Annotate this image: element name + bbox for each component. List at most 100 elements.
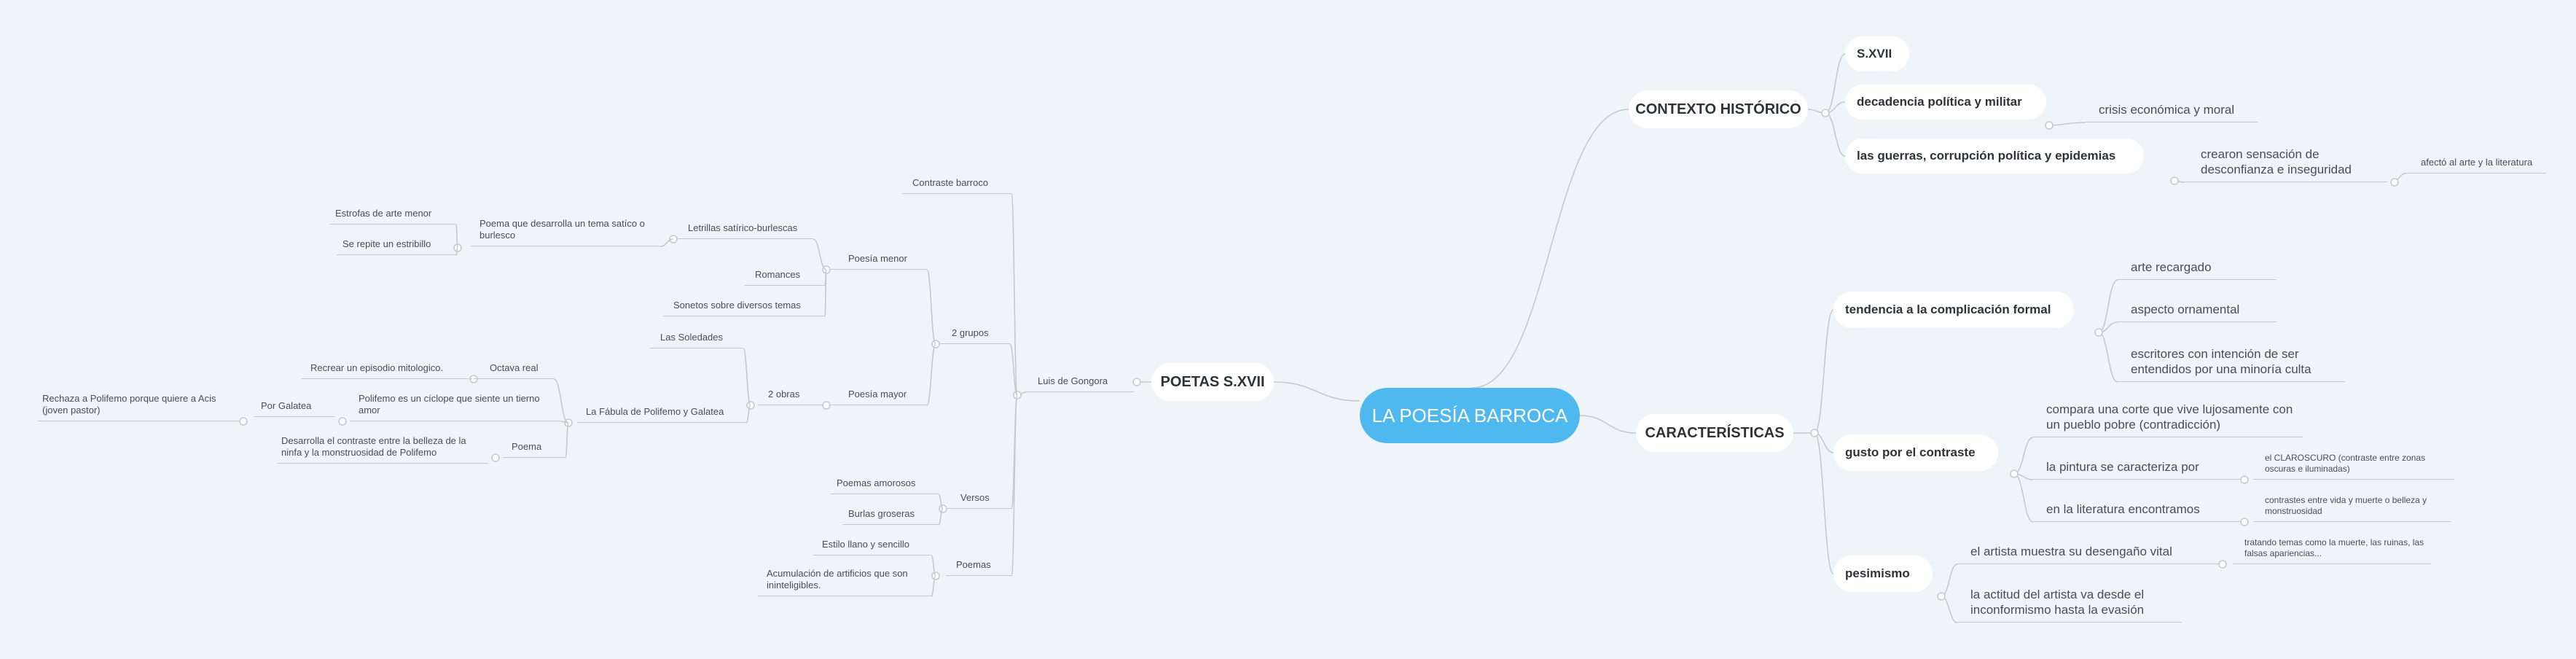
- connector-line: [813, 238, 827, 270]
- toggle-literatura[interactable]: [2240, 518, 2249, 526]
- connector-line: [1825, 53, 1846, 114]
- arte-recargado-leaf[interactable]: arte recargado: [2118, 248, 2276, 280]
- estrofas-leaf[interactable]: Estrofas de arte menor: [329, 203, 456, 225]
- decadencia-node[interactable]: decadencia política y militar: [1845, 85, 2046, 120]
- toggle-pesimismo[interactable]: [1937, 592, 1946, 601]
- guerras-node[interactable]: las guerras, corrupción política y epide…: [1845, 139, 2144, 173]
- dos-grupos-leaf[interactable]: 2 grupos: [940, 322, 1010, 344]
- poesia-menor-leaf[interactable]: Poesía menor: [831, 248, 927, 270]
- polifemo-es-leaf[interactable]: Polifemo es un cíclope que siente un tie…: [350, 389, 561, 421]
- poema-tema-leaf[interactable]: Poema que desarrolla un tema satíco o bu…: [471, 211, 660, 246]
- escritores-leaf[interactable]: escritores con intención de ser entendid…: [2118, 334, 2345, 382]
- fabula-leaf[interactable]: La Fábula de Polifemo y Galatea: [577, 401, 746, 423]
- recrear-leaf[interactable]: Recrear un episodio mitologico.: [302, 357, 472, 379]
- literatura-leaf[interactable]: en la literatura encontramos: [2033, 490, 2242, 522]
- desarrolla-leaf[interactable]: Desarrolla el contraste entre la belleza…: [277, 432, 488, 464]
- versos-leaf[interactable]: Versos: [947, 487, 1011, 509]
- toggle-contexto[interactable]: [1821, 109, 1830, 117]
- pesimismo-node[interactable]: pesimismo: [1833, 555, 1933, 592]
- poemas-amorosos-leaf[interactable]: Poemas amorosos: [831, 472, 939, 494]
- romances-leaf[interactable]: Romances: [745, 264, 825, 286]
- desengano-leaf[interactable]: el artista muestra su desengaño vital: [1957, 532, 2218, 564]
- toggle-octava[interactable]: [469, 375, 478, 383]
- compara-leaf[interactable]: compara una corte que vive lujosamente c…: [2033, 389, 2303, 437]
- connector-line: [2013, 473, 2034, 523]
- connector-line: [1011, 193, 1018, 396]
- contraste-barroco-leaf[interactable]: Contraste barroco: [902, 172, 1011, 194]
- connector-line: [1825, 112, 1846, 157]
- toggle-tendencia[interactable]: [2094, 328, 2103, 337]
- connector-line: [2098, 279, 2118, 333]
- toggle-desengano[interactable]: [2218, 560, 2227, 569]
- toggle-poema[interactable]: [491, 453, 500, 462]
- connector-root-poetas: [1273, 381, 1361, 402]
- connector-line: [926, 269, 936, 345]
- pintura-leaf[interactable]: la pintura se caracteriza por: [2033, 448, 2242, 480]
- connector-line: [455, 224, 458, 249]
- crearon-leaf[interactable]: crearon sensación de desconfianza e inse…: [2185, 136, 2387, 182]
- rechaza-leaf[interactable]: Rechaza a Polifemo porque quiere a Acis …: [38, 389, 239, 421]
- toggle-decadencia[interactable]: [2045, 121, 2054, 130]
- contexto-historico-node[interactable]: CONTEXTO HISTÓRICO: [1629, 90, 1808, 128]
- toggle-polifemo[interactable]: [338, 417, 347, 426]
- gongora-leaf[interactable]: Luis de Gongora: [1026, 370, 1134, 392]
- contrastes-leaf[interactable]: contrastes entre vida y muerte o belleza…: [2253, 490, 2451, 522]
- toggle-pintura[interactable]: [2240, 475, 2249, 484]
- afecto-leaf[interactable]: afectó al arte y la literatura: [2406, 149, 2546, 173]
- toggle-guerras[interactable]: [2170, 176, 2179, 185]
- connector-line: [931, 575, 936, 597]
- connector-line: [560, 421, 569, 424]
- poema-leaf[interactable]: Poema: [503, 436, 565, 458]
- letrillas-leaf[interactable]: Letrillas satírico-burlescas: [678, 217, 813, 239]
- connector-line: [938, 494, 944, 510]
- por-galatea-leaf[interactable]: Por Galatea: [254, 395, 335, 417]
- connector-line: [1941, 564, 1958, 597]
- connector-root-contexto: [1471, 109, 1629, 389]
- soledades-leaf[interactable]: Las Soledades: [650, 327, 743, 348]
- connector-line: [565, 422, 569, 459]
- toggle-poesia-mayor[interactable]: [822, 401, 831, 410]
- toggle-galatea[interactable]: [239, 417, 248, 426]
- aspecto-ornamental-leaf[interactable]: aspecto ornamental: [2118, 290, 2276, 322]
- connector-line: [2013, 437, 2034, 475]
- connector-line: [553, 378, 569, 424]
- toggle-crearon[interactable]: [2390, 178, 2399, 187]
- claroscuro-leaf[interactable]: el CLAROSCURO (contraste entre zonas osc…: [2253, 448, 2454, 480]
- gusto-contraste-node[interactable]: gusto por el contraste: [1833, 434, 1998, 471]
- poemas-leaf[interactable]: Poemas: [946, 554, 1011, 576]
- connector-line: [1941, 596, 1958, 623]
- estilo-leaf[interactable]: Estilo llano y sencillo: [813, 534, 931, 555]
- connector-line: [2098, 332, 2118, 383]
- sonetos-leaf[interactable]: Sonetos sobre diversos temas: [663, 295, 825, 316]
- connector-line: [743, 348, 751, 406]
- poesia-mayor-leaf[interactable]: Poesía mayor: [831, 383, 927, 405]
- toggle-caracteristicas[interactable]: [1810, 429, 1819, 437]
- crisis-leaf[interactable]: crisis económica y moral: [2086, 93, 2258, 122]
- temas-leaf[interactable]: tratando temas como la muerte, las ruina…: [2233, 532, 2431, 564]
- toggle-gusto[interactable]: [2010, 469, 2019, 478]
- connector-line: [931, 555, 936, 577]
- connector-line: [745, 405, 751, 424]
- poetas-node[interactable]: POETAS S.XVII: [1151, 363, 1274, 401]
- connector-line: [926, 343, 936, 406]
- actitud-leaf[interactable]: la actitud del artista va desde el incon…: [1957, 574, 2182, 623]
- toggle-poetas[interactable]: [1132, 378, 1141, 386]
- dos-obras-leaf[interactable]: 2 obras: [758, 383, 823, 405]
- connector-line: [1814, 432, 1834, 574]
- connector-line: [824, 269, 827, 317]
- caracteristicas-node[interactable]: CARACTERÍSTICAS: [1636, 414, 1793, 452]
- octava-real-leaf[interactable]: Octava real: [474, 357, 554, 379]
- burlas-leaf[interactable]: Burlas groseras: [842, 503, 939, 525]
- estribillo-leaf[interactable]: Se repite un estribillo: [337, 233, 456, 255]
- tendencia-node[interactable]: tendencia a la complicación formal: [1833, 292, 2074, 328]
- acumulacion-leaf[interactable]: Acumulación de artificios que son ininte…: [758, 564, 931, 596]
- connector-line: [455, 247, 458, 256]
- root-node[interactable]: LA POESÍA BARROCA: [1360, 388, 1580, 443]
- connector-line: [1814, 309, 1834, 434]
- connector-line: [938, 508, 944, 526]
- connector-line: [1011, 394, 1018, 577]
- connector-root-caracteristicas: [1579, 415, 1637, 434]
- connector-line: [1009, 343, 1018, 396]
- sxvii-node[interactable]: S.XVII: [1845, 36, 1909, 71]
